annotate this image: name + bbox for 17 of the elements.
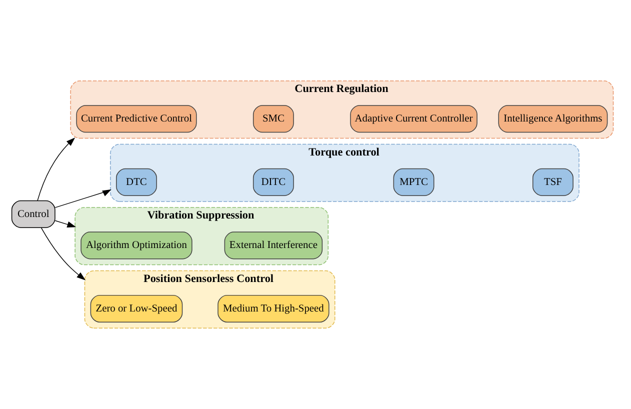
arrow — [54, 220, 76, 228]
node-box: TSF — [532, 168, 574, 196]
arrow — [37, 137, 76, 202]
node-box: Algorithm Optimization — [80, 232, 192, 260]
node-box: Intelligence Algorithms — [498, 105, 608, 133]
node-box: Zero or Low-Speed — [90, 294, 183, 322]
node-box: Control — [11, 200, 56, 228]
node-box: Adaptive Current Controller — [350, 105, 478, 133]
arrow — [40, 227, 86, 280]
node-box: External Interference — [224, 232, 323, 260]
arrow — [54, 189, 112, 208]
node-box: Current Predictive Control — [76, 105, 197, 133]
node-box: MPTC — [393, 168, 434, 196]
node-box: Medium To High-Speed — [218, 294, 330, 322]
node-box: DITC — [252, 168, 294, 196]
node-box: DTC — [116, 168, 157, 196]
node-box: SMC — [252, 105, 294, 133]
